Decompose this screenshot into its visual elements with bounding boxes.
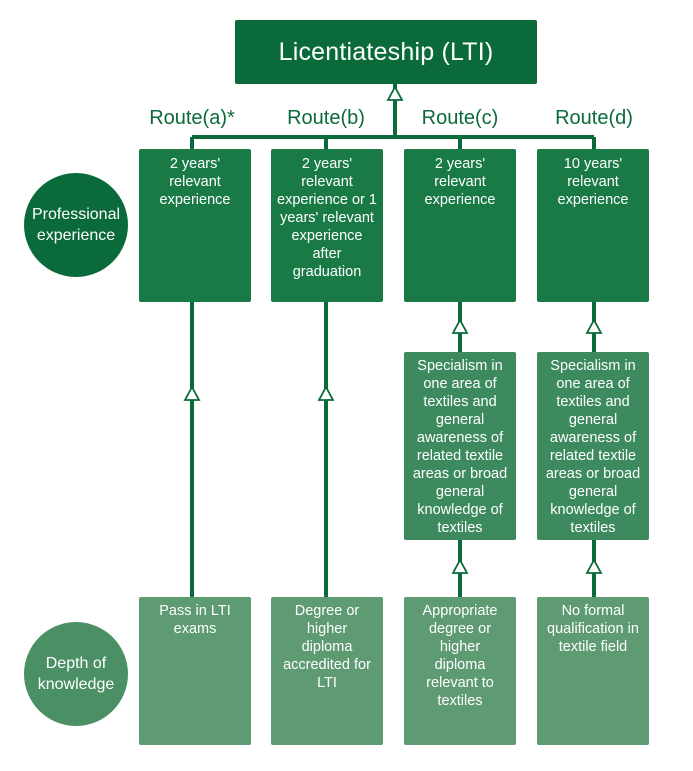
professional-experience-label: Professional experience: [31, 206, 121, 244]
depth-of-knowledge-circle: Depth of knowledge: [24, 622, 128, 726]
route-d-depth-text: No formal qualification in textile field: [547, 603, 639, 655]
route-b-label: Route(b): [287, 107, 365, 129]
route-a-depth-box: Pass in LTI exams: [139, 597, 251, 745]
route-c-label: Route(c): [421, 107, 499, 129]
route-d-specialism-text: Specialism in one area of textiles and g…: [545, 358, 641, 536]
route-c-depth-box: Appropriate degree or higher diploma rel…: [404, 597, 516, 745]
arrow-up-icon: [585, 558, 603, 574]
route-d-label: Route(d): [555, 107, 633, 129]
route-a-experience-box: 2 years' relevant experience: [139, 149, 251, 302]
professional-experience-circle: Professional experience: [24, 173, 128, 277]
route-c-specialism-text: Specialism in one area of textiles and g…: [412, 358, 508, 536]
lti-title-box: Licentiateship (LTI): [235, 20, 537, 84]
route-d-depth-box: No formal qualification in textile field: [537, 597, 649, 745]
route-c-specialism-box: Specialism in one area of textiles and g…: [404, 352, 516, 540]
arrow-up-icon: [317, 385, 335, 401]
route-b-experience-text: 2 years' relevant experience or 1 years'…: [277, 156, 377, 280]
arrow-up-icon: [451, 318, 469, 334]
arrow-up-icon: [386, 85, 404, 101]
depth-of-knowledge-label: Depth of knowledge: [37, 655, 115, 693]
route-b-experience-box: 2 years' relevant experience or 1 years'…: [271, 149, 383, 302]
arrow-up-icon: [183, 385, 201, 401]
route-d-experience-text: 10 years' relevant experience: [557, 156, 629, 208]
arrow-up-icon: [451, 558, 469, 574]
route-d-specialism-box: Specialism in one area of textiles and g…: [537, 352, 649, 540]
route-a-experience-text: 2 years' relevant experience: [159, 156, 231, 208]
route-c-experience-box: 2 years' relevant experience: [404, 149, 516, 302]
route-b-depth-text: Degree or higher diploma accredited for …: [283, 603, 371, 691]
route-d-experience-box: 10 years' relevant experience: [537, 149, 649, 302]
route-b-depth-box: Degree or higher diploma accredited for …: [271, 597, 383, 745]
route-c-depth-text: Appropriate degree or higher diploma rel…: [422, 603, 498, 709]
route-c-experience-text: 2 years' relevant experience: [424, 156, 496, 208]
route-a-label: Route(a)*: [149, 107, 235, 129]
route-a-depth-text: Pass in LTI exams: [159, 603, 231, 637]
arrow-up-icon: [585, 318, 603, 334]
